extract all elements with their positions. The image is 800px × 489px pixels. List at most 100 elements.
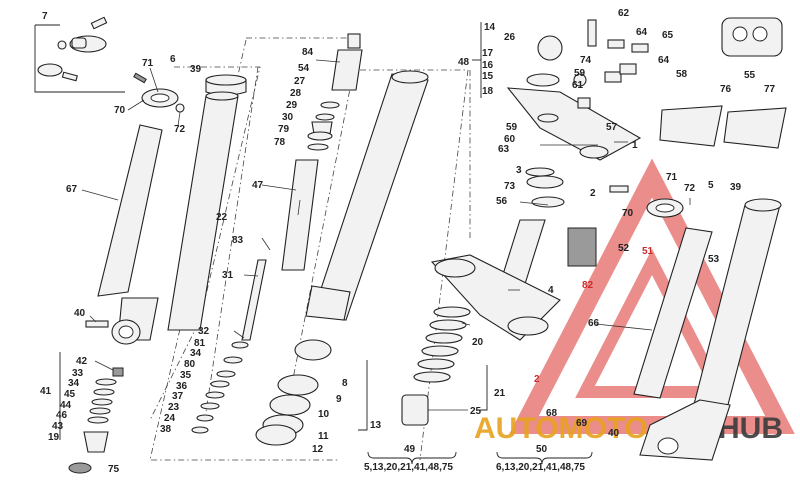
- group-label-50: 50: [536, 444, 548, 455]
- watermark-text-automoto: AUTOMOTO: [474, 412, 648, 445]
- part-label-33: 33: [72, 368, 84, 379]
- part-label-48: 48: [458, 57, 470, 68]
- watermark-text: AUTOMOTO HUB: [474, 412, 783, 445]
- part-label-17: 17: [482, 48, 494, 59]
- part-label-31: 31: [222, 270, 234, 281]
- brace-50: [496, 451, 543, 465]
- part-number-labels: 7 71 70 72 6 39 67 40 42 33 34 41 45 44 …: [40, 8, 776, 475]
- part-label-36: 36: [176, 381, 188, 392]
- part-label-2-bottom: 2: [534, 374, 540, 385]
- part-label-61: 61: [572, 80, 584, 91]
- part-label-39-right: 39: [730, 182, 742, 193]
- left-assembly: [37, 16, 247, 474]
- sticker-82: [567, 227, 597, 267]
- part-label-28: 28: [290, 88, 302, 99]
- part-label-6: 6: [170, 54, 176, 65]
- group-label-49: 49: [404, 444, 416, 455]
- washer-9: [277, 374, 319, 396]
- cap-75: [68, 462, 92, 474]
- fork-guard-66: [633, 227, 713, 399]
- part-label-78: 78: [274, 137, 286, 148]
- part-label-4: 4: [548, 285, 554, 296]
- fork-foot-right: [639, 399, 731, 461]
- central-cartridge: [191, 33, 363, 434]
- group-list-49: 5,13,20,21,41,48,75: [364, 462, 453, 473]
- part-label-47: 47: [252, 180, 264, 191]
- part-label-24: 24: [164, 413, 176, 424]
- part-label-70: 70: [114, 105, 126, 116]
- dust-seal-12: [255, 424, 297, 446]
- seal-10: [269, 394, 311, 416]
- part-label-2-top: 2: [590, 188, 596, 199]
- assembly-frames: [34, 22, 593, 465]
- pad-76: [659, 105, 723, 147]
- upper-triple-clamp: [430, 17, 787, 461]
- outer-leg: [255, 70, 471, 446]
- part-label-82: 82: [582, 280, 594, 291]
- part-label-56: 56: [496, 196, 508, 207]
- part-label-34-left: 34: [68, 378, 80, 389]
- part-label-39: 39: [190, 64, 202, 75]
- part-label-12: 12: [312, 444, 324, 455]
- part-label-27: 27: [294, 76, 306, 87]
- bush-8: [294, 339, 332, 361]
- part-label-41: 41: [40, 386, 52, 397]
- part-label-81: 81: [194, 338, 206, 349]
- part-label-71: 71: [142, 58, 154, 69]
- part-label-51: 51: [642, 246, 654, 257]
- part-label-38: 38: [160, 424, 172, 435]
- fork-guard-67: [97, 124, 163, 297]
- part-label-52: 52: [618, 243, 630, 254]
- top-cap-54: [331, 49, 363, 91]
- leader-lines: [81, 59, 691, 411]
- part-label-54: 54: [298, 63, 310, 74]
- part-label-60: 60: [504, 134, 516, 145]
- part-label-13: 13: [370, 420, 382, 431]
- part-label-10: 10: [318, 409, 330, 420]
- part-label-63: 63: [498, 144, 510, 155]
- part-label-21: 21: [494, 388, 506, 399]
- part-label-62: 62: [618, 8, 630, 19]
- part-label-75: 75: [108, 464, 120, 475]
- part-label-42: 42: [76, 356, 88, 367]
- part-label-57: 57: [606, 122, 618, 133]
- part-label-16: 16: [482, 60, 494, 71]
- cartridge-tube-47: [281, 159, 319, 271]
- part-label-18: 18: [482, 86, 494, 97]
- bushing-25: [401, 394, 429, 426]
- part-label-69: 69: [576, 418, 588, 429]
- part-label-67: 67: [66, 184, 78, 195]
- part-label-20: 20: [472, 337, 484, 348]
- part-label-80: 80: [184, 359, 196, 370]
- part-label-84: 84: [302, 47, 314, 58]
- part-label-44: 44: [60, 400, 72, 411]
- part-label-59-top: 59: [574, 68, 586, 79]
- part-label-34-center: 34: [190, 348, 202, 359]
- part-label-72: 72: [174, 124, 186, 135]
- part-label-83: 83: [232, 235, 244, 246]
- part-label-8: 8: [342, 378, 348, 389]
- outer-tube: [311, 73, 429, 321]
- part-label-23: 23: [168, 402, 180, 413]
- part-label-45: 45: [64, 389, 76, 400]
- part-label-53: 53: [708, 254, 720, 265]
- part-label-9: 9: [336, 394, 342, 405]
- part-label-14: 14: [484, 22, 496, 33]
- part-label-76: 76: [720, 84, 732, 95]
- part-label-70-right: 70: [622, 208, 634, 219]
- part-label-37: 37: [172, 391, 184, 402]
- part-label-40-right: 40: [608, 428, 620, 439]
- protector-55: [721, 17, 783, 57]
- part-label-55: 55: [744, 70, 756, 81]
- part-label-68: 68: [546, 408, 558, 419]
- part-label-1: 1: [632, 140, 638, 151]
- part-label-74: 74: [580, 55, 592, 66]
- brace-49: [367, 451, 413, 465]
- part-label-64-top: 64: [636, 27, 648, 38]
- part-label-29: 29: [286, 100, 298, 111]
- watermark-text-hub: HUB: [718, 412, 783, 445]
- part-label-46: 46: [56, 410, 68, 421]
- part-label-40: 40: [74, 308, 86, 319]
- part-label-79: 79: [278, 124, 290, 135]
